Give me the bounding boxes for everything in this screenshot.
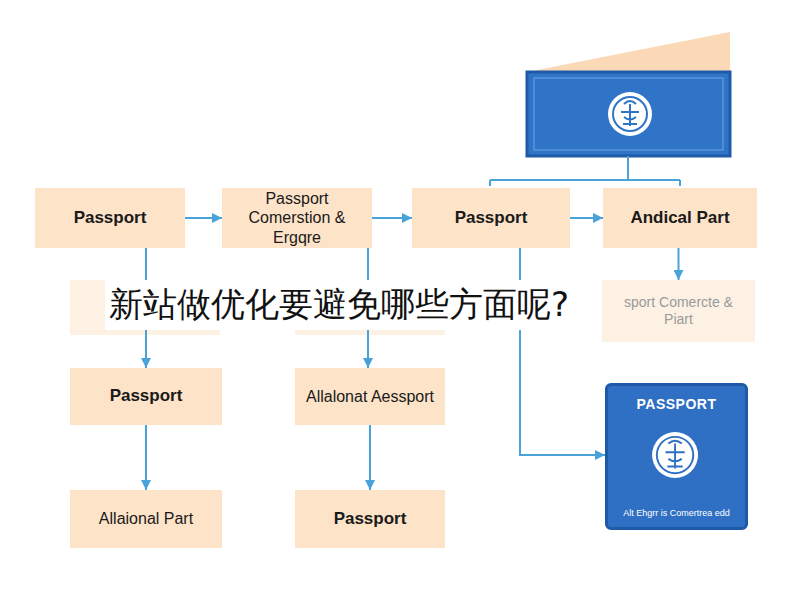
emblem-disc	[652, 432, 698, 478]
card-emblem-ring	[613, 97, 647, 131]
flow-arrow	[570, 217, 603, 219]
overlay-title: 新站做优化要避免哪些方面呢?	[105, 280, 573, 330]
node-body: Alt Ehgrr is Comertrea edd	[623, 509, 730, 519]
node-label: Passport	[110, 386, 183, 406]
process-box: sport Comercte & Piart	[602, 280, 755, 342]
process-box: Passport Comerstion & Ergqre	[222, 188, 372, 248]
process-box: Passport	[35, 188, 185, 248]
flow-arrow	[678, 248, 680, 280]
card-band	[527, 32, 730, 74]
top-card	[527, 32, 730, 156]
card-emblem-figure	[621, 101, 639, 126]
process-box: Passport	[412, 188, 570, 248]
card-body	[527, 72, 730, 156]
emblem-ring	[657, 437, 693, 473]
flow-arrow	[185, 217, 222, 219]
process-box: Allaional Part	[70, 490, 222, 548]
node-label: PASSPORT	[637, 396, 717, 413]
node-label: Andical Part	[630, 208, 729, 228]
flow-arrow	[145, 425, 147, 490]
flow-arrow	[372, 217, 412, 219]
node-label: Allaional Part	[99, 509, 193, 528]
node-label: Allalonat Aessport	[306, 387, 434, 406]
emblem-figure	[665, 441, 684, 469]
passport-booklet: PASSPORT Alt Ehgrr is Comertrea edd	[605, 383, 748, 530]
process-box: Passport	[295, 490, 445, 548]
node-label: Passport	[74, 208, 147, 228]
card-emblem	[608, 92, 652, 136]
process-box: Andical Part	[603, 188, 757, 248]
card-bracket	[490, 156, 680, 186]
node-label: Passport	[455, 208, 528, 228]
node-label: sport Comercte & Piart	[608, 294, 749, 328]
process-box: Passport	[70, 368, 222, 425]
flow-arrow	[369, 425, 371, 490]
process-box: Allalonat Aessport	[295, 368, 445, 425]
card-inner	[534, 78, 723, 150]
node-label: Passport Comerstion & Ergqre	[228, 189, 366, 247]
node-label: Passport	[334, 509, 407, 529]
